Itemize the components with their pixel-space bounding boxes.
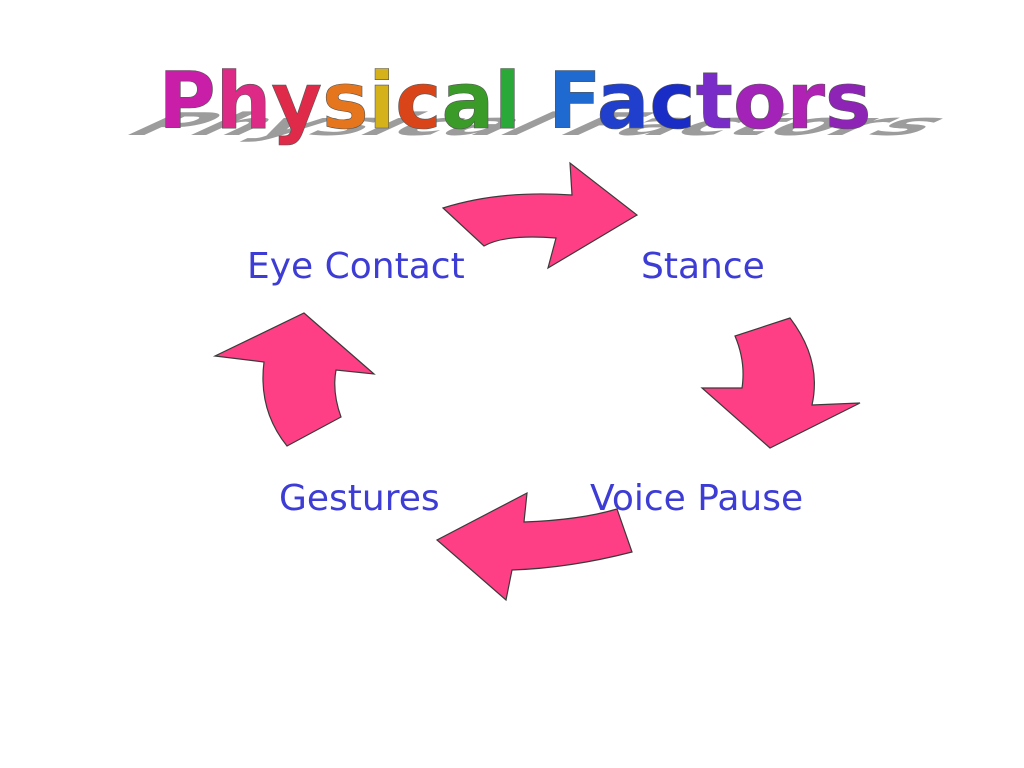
arrow-stance-to-voice-pause	[700, 317, 861, 449]
cycle-label-eye-contact: Eye Contact	[247, 246, 465, 287]
cycle-label-stance: Stance	[641, 246, 765, 287]
arrow-gestures-to-eye-contact	[212, 312, 376, 447]
title-wordart: Physical Factors Physical Factors	[103, 57, 976, 148]
arrow-eye-contact-to-stance	[441, 161, 639, 270]
cycle-label-gestures: Gestures	[279, 478, 440, 519]
arrow-voice-pause-to-gestures	[435, 491, 633, 602]
cycle-label-voice-pause: Voice Pause	[590, 478, 804, 519]
page-title: Physical Factors	[159, 57, 872, 147]
title-shadow: Physical Factors	[103, 107, 976, 143]
title-shadow-text: Physical Factors	[103, 107, 976, 143]
